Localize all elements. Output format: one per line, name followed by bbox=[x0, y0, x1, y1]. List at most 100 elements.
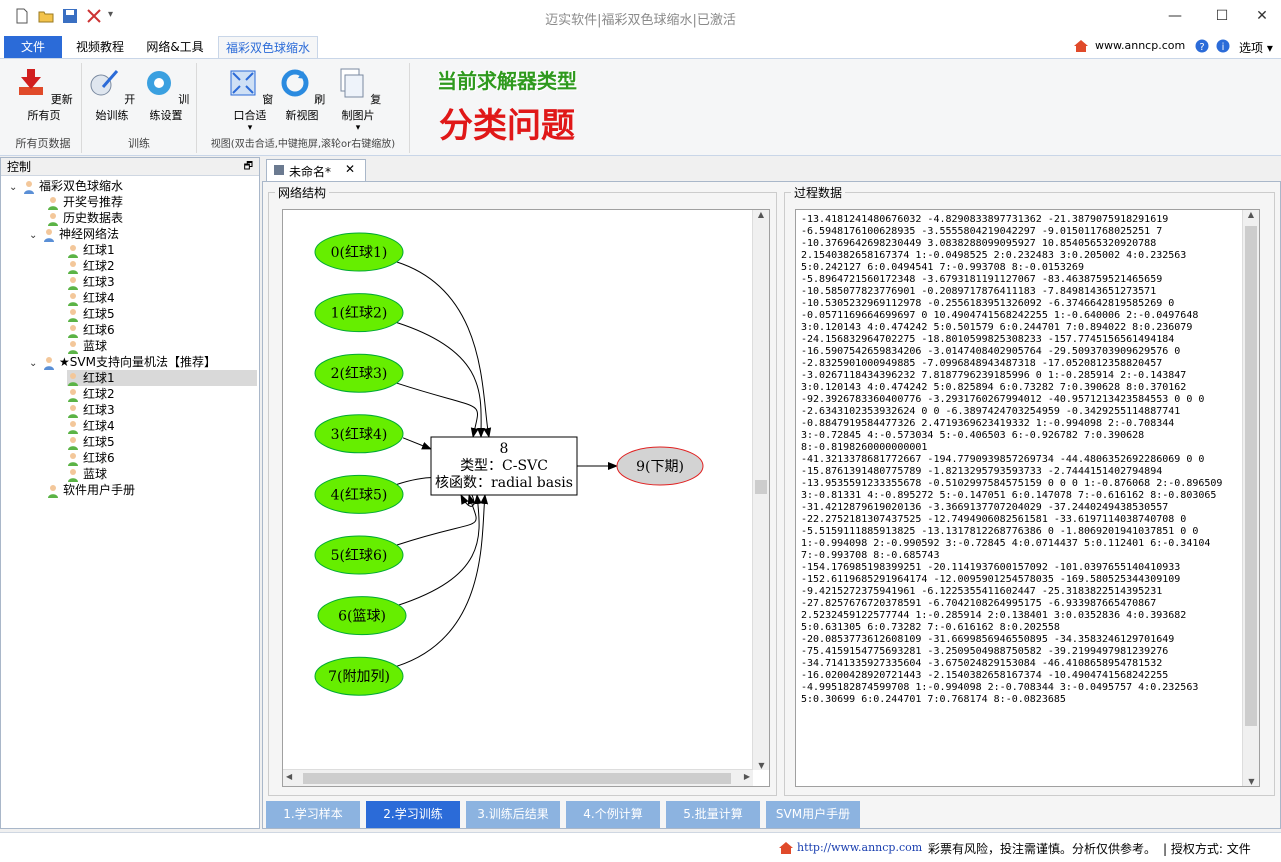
tree-item[interactable]: 软件用户手册 bbox=[47, 482, 135, 498]
save-icon[interactable] bbox=[62, 8, 78, 24]
input-node[interactable]: 0(红球1) bbox=[314, 232, 404, 272]
tree-item[interactable]: 开奖号推荐 bbox=[47, 194, 123, 210]
document-tab[interactable]: 未命名* ✕ bbox=[266, 159, 366, 181]
maximize-button[interactable]: ☐ bbox=[1215, 8, 1229, 24]
input-node-shape bbox=[314, 232, 404, 272]
process-line: -6.5948176100628935 -3.5555804219042297 … bbox=[801, 226, 1163, 237]
title-bar: ▾ 迈实软件|福彩双色球缩水|已激活 — ☐ ✕ bbox=[0, 0, 1281, 34]
status-auth: | 授权方式: 文件 bbox=[1163, 842, 1251, 856]
svm-node-box[interactable] bbox=[430, 436, 578, 496]
tab-video-tutorial[interactable]: 视频教程 bbox=[75, 40, 124, 54]
tree-item[interactable]: 红球1 bbox=[67, 370, 257, 386]
tab-svm-manual[interactable]: SVM用户手册 bbox=[766, 801, 860, 828]
input-node[interactable]: 3(红球4) bbox=[314, 414, 404, 454]
open-folder-icon[interactable] bbox=[38, 8, 54, 24]
output-node-shape bbox=[616, 446, 704, 486]
close-tab-icon[interactable]: ✕ bbox=[345, 162, 356, 176]
tree-item[interactable]: 红球5 bbox=[67, 306, 115, 322]
scroll-left-icon[interactable]: ◀ bbox=[286, 772, 293, 781]
tree-item[interactable]: 红球1 bbox=[67, 242, 115, 258]
site-link[interactable]: www.anncp.com bbox=[1095, 39, 1186, 52]
tab-file[interactable]: 文件 bbox=[4, 36, 62, 58]
new-file-icon[interactable] bbox=[14, 8, 30, 24]
tree-item[interactable]: 蓝球 bbox=[67, 338, 107, 354]
float-panel-icon[interactable]: 🗗 bbox=[243, 161, 253, 172]
tree-item[interactable]: 红球3 bbox=[67, 402, 115, 418]
tab-case-calculation[interactable]: 4.个例计算 bbox=[566, 801, 660, 828]
network-structure-legend: 网络结构 bbox=[278, 186, 327, 200]
process-line: -2.6343102353932624 0 0 -6.3897424703254… bbox=[801, 406, 1181, 417]
scroll-up-icon[interactable]: ▲ bbox=[1247, 210, 1255, 219]
process-line: -15.8761391480775789 -1.8213295793593733… bbox=[801, 466, 1163, 477]
tree-item[interactable]: 红球5 bbox=[67, 434, 115, 450]
input-node-label: 5(红球6) bbox=[331, 548, 388, 564]
copy-image-dropdown-icon[interactable]: ▾ bbox=[355, 123, 361, 133]
expand-toggle-icon[interactable]: ⌄ bbox=[29, 230, 38, 241]
input-node[interactable]: 4(红球5) bbox=[314, 474, 404, 514]
tab-network-tools[interactable]: 网络&工具 bbox=[146, 40, 204, 54]
scroll-down-icon[interactable]: ▼ bbox=[758, 761, 765, 770]
status-url-link[interactable]: http://www.anncp.com bbox=[797, 841, 923, 854]
input-node[interactable]: 7(附加列) bbox=[314, 656, 404, 696]
info-icon[interactable]: i bbox=[1216, 39, 1230, 53]
options-menu[interactable]: 选项 ▾ bbox=[1239, 41, 1273, 55]
process-data-text[interactable]: -13.4181241480676032 -4.8290833897731362… bbox=[795, 209, 1260, 787]
copy-image-button[interactable]: 复制图片 ▾ bbox=[330, 67, 386, 133]
tree-item-label: 开奖号推荐 bbox=[63, 195, 124, 209]
tree-item[interactable]: 红球4 bbox=[67, 290, 115, 306]
process-line: -152.6119685291964174 -12.00959012545780… bbox=[801, 574, 1181, 585]
input-node-shape bbox=[314, 656, 404, 696]
tree-item-label: 红球3 bbox=[83, 275, 115, 289]
tree-item[interactable]: ⌄★SVM支持向量机法【推荐】 bbox=[29, 354, 216, 370]
scroll-up-icon[interactable]: ▲ bbox=[757, 210, 765, 219]
refresh-view-button[interactable]: 刷新视图 bbox=[276, 67, 328, 123]
scroll-thumb[interactable] bbox=[755, 480, 767, 494]
tab-training-results[interactable]: 3.训练后结果 bbox=[466, 801, 560, 828]
training-settings-button[interactable]: 训练设置 bbox=[140, 67, 192, 123]
network-diagram[interactable]: 0(红球1) 1(红球2) 2(红球3) 3(红球4) 4(红球5) 5(红球6) 6(篮球… bbox=[282, 209, 770, 787]
tab-learning-training[interactable]: 2.学习训练 bbox=[366, 801, 460, 828]
scroll-thumb[interactable] bbox=[1245, 226, 1257, 726]
input-node[interactable]: 5(红球6) bbox=[314, 535, 404, 575]
expand-toggle-icon[interactable]: ⌄ bbox=[29, 358, 38, 369]
input-node[interactable]: 1(红球2) bbox=[314, 293, 404, 333]
tab-lottery[interactable]: 福彩双色球缩水 bbox=[218, 36, 318, 58]
scroll-thumb[interactable] bbox=[303, 773, 731, 784]
tree-item[interactable]: 红球2 bbox=[67, 258, 115, 274]
network-hscrollbar[interactable]: ◀ ▶ bbox=[283, 769, 753, 786]
input-node[interactable]: 2(红球3) bbox=[314, 353, 404, 393]
close-button[interactable]: ✕ bbox=[1256, 8, 1268, 24]
expand-toggle-icon[interactable]: ⌄ bbox=[9, 182, 18, 193]
input-node-shape bbox=[317, 596, 407, 636]
tree-item[interactable]: 蓝球 bbox=[67, 466, 107, 482]
tree-item[interactable]: ⌄神经网络法 bbox=[29, 226, 119, 242]
tree-item[interactable]: ⌄福彩双色球缩水 bbox=[9, 178, 123, 194]
home-icon[interactable] bbox=[1073, 39, 1089, 53]
process-line: -13.4181241480676032 -4.8290833897731362… bbox=[801, 214, 1169, 225]
refresh-icon bbox=[281, 69, 309, 97]
tree-item[interactable]: 红球6 bbox=[67, 450, 115, 466]
tree-item[interactable]: 红球4 bbox=[67, 418, 115, 434]
fit-window-dropdown-icon[interactable]: ▾ bbox=[247, 123, 253, 133]
update-all-pages-button[interactable]: 更新所有页 bbox=[10, 67, 78, 123]
scroll-right-icon[interactable]: ▶ bbox=[743, 772, 750, 781]
tools-icon[interactable] bbox=[86, 8, 102, 24]
tree-item[interactable]: 红球2 bbox=[67, 386, 115, 402]
tab-batch-calculation[interactable]: 5.批量计算 bbox=[666, 801, 760, 828]
minimize-button[interactable]: — bbox=[1168, 8, 1182, 24]
output-node[interactable]: 9(下期) bbox=[616, 446, 704, 486]
process-vscrollbar[interactable]: ▲ ▼ bbox=[1242, 210, 1259, 786]
help-icon[interactable]: ? bbox=[1195, 39, 1209, 53]
start-training-button[interactable]: 开始训练 bbox=[86, 67, 138, 123]
scroll-down-icon[interactable]: ▼ bbox=[1248, 777, 1255, 786]
customize-quick-access-icon[interactable]: ▾ bbox=[108, 9, 114, 20]
fit-window-button[interactable]: 窗口合适 ▾ bbox=[224, 67, 276, 133]
process-line: 3:-0.81331 4:-0.895272 5:-0.147051 6:0.1… bbox=[801, 490, 1217, 501]
tree-item[interactable]: 红球6 bbox=[67, 322, 115, 338]
network-vscrollbar[interactable]: ▲ ▼ bbox=[752, 210, 769, 770]
input-node-label: 2(红球3) bbox=[331, 366, 388, 382]
tab-learning-samples[interactable]: 1.学习样本 bbox=[266, 801, 360, 828]
tree-item[interactable]: 历史数据表 bbox=[47, 210, 123, 226]
tree-item[interactable]: 红球3 bbox=[67, 274, 115, 290]
input-node[interactable]: 6(篮球) bbox=[317, 596, 407, 636]
